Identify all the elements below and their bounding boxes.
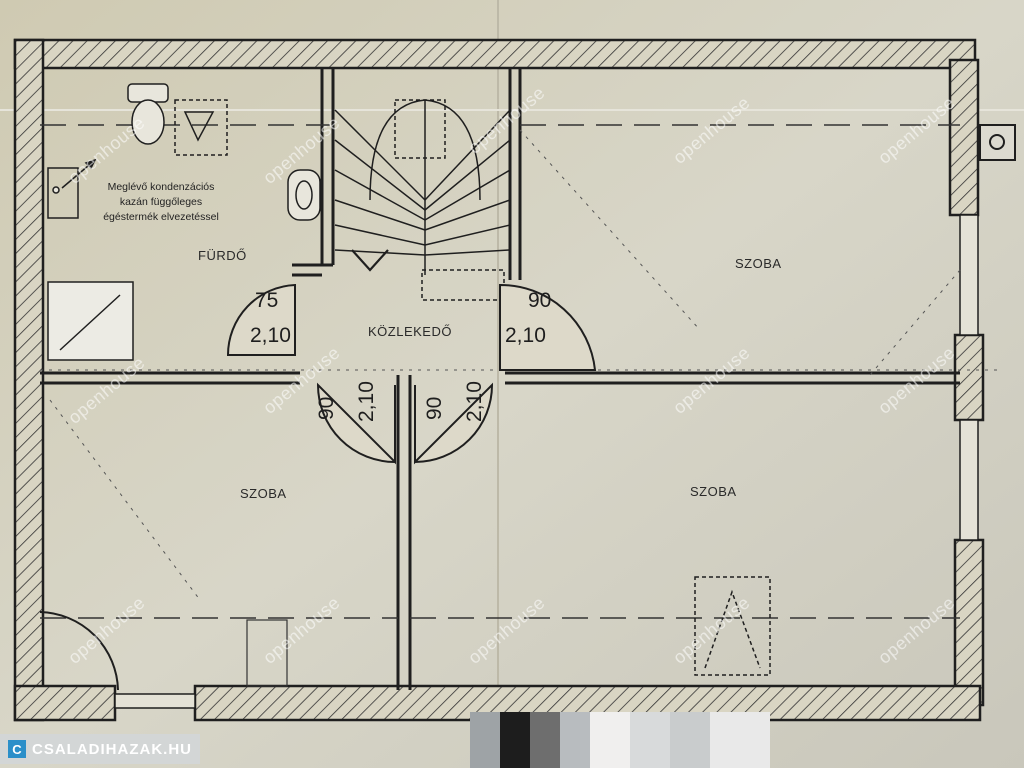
chimney <box>979 124 1016 161</box>
outer-walls <box>13 38 985 722</box>
bathroom-label: FÜRDŐ <box>198 248 247 263</box>
window-bottom-left <box>114 693 196 709</box>
bottom-wall-left <box>13 684 117 722</box>
right-door-height: 2,10 <box>505 324 546 347</box>
boiler-note-line: Meglévő kondenzációs <box>107 181 215 193</box>
staircase <box>334 99 511 301</box>
door-swings <box>39 283 597 691</box>
top-wall <box>13 38 977 70</box>
lower-left-door-swing <box>316 382 396 465</box>
window-bottom-right <box>959 419 979 541</box>
toilet-bowl-icon <box>131 99 165 145</box>
left-wall <box>13 38 45 722</box>
window-top-right <box>959 214 979 336</box>
right-wall-lower <box>953 538 985 707</box>
boiler-note-line: kazán függőleges <box>119 196 203 208</box>
roof-lines <box>40 124 960 619</box>
room-bottom-right-label: SZOBA <box>690 484 737 499</box>
site-brand[interactable]: C CSALADIHAZAK.HU <box>0 734 200 764</box>
interior-walls <box>40 68 960 690</box>
bath-door-width: 75 <box>255 289 279 312</box>
bathroom-fixtures <box>47 83 321 361</box>
lower-right-door-height: 2,10 <box>463 381 486 422</box>
lower-left-door-width: 90 <box>315 396 338 420</box>
redacted-area <box>470 712 770 768</box>
brand-logo-icon: C <box>8 740 26 758</box>
boiler-note: Meglévő kondenzációs kazán függőleges ég… <box>86 180 236 225</box>
bath-door-height: 2,10 <box>250 324 291 347</box>
room-bottom-left-label: SZOBA <box>240 486 287 501</box>
boiler-icon <box>47 167 79 219</box>
balcony-door-swing <box>39 611 119 691</box>
wall-niche <box>246 619 288 687</box>
roof-window-room <box>694 576 771 676</box>
roof-window-bath <box>174 99 228 156</box>
boiler-note-line: égéstermék elvezetéssel <box>103 211 219 223</box>
room-top-right-label: SZOBA <box>735 256 782 271</box>
hallway-label: KÖZLEKEDŐ <box>368 324 452 339</box>
right-wall-upper <box>948 58 980 217</box>
lower-right-door-width: 90 <box>423 396 446 420</box>
right-wall-middle <box>953 333 985 422</box>
windows <box>114 214 979 709</box>
lower-right-door-swing <box>414 382 494 465</box>
brand-text: CSALADIHAZAK.HU <box>32 740 192 758</box>
bath-door-swing <box>226 283 296 356</box>
right-room-door-swing <box>499 283 597 371</box>
right-door-width: 90 <box>528 289 552 312</box>
lower-left-door-height: 2,10 <box>355 381 378 422</box>
